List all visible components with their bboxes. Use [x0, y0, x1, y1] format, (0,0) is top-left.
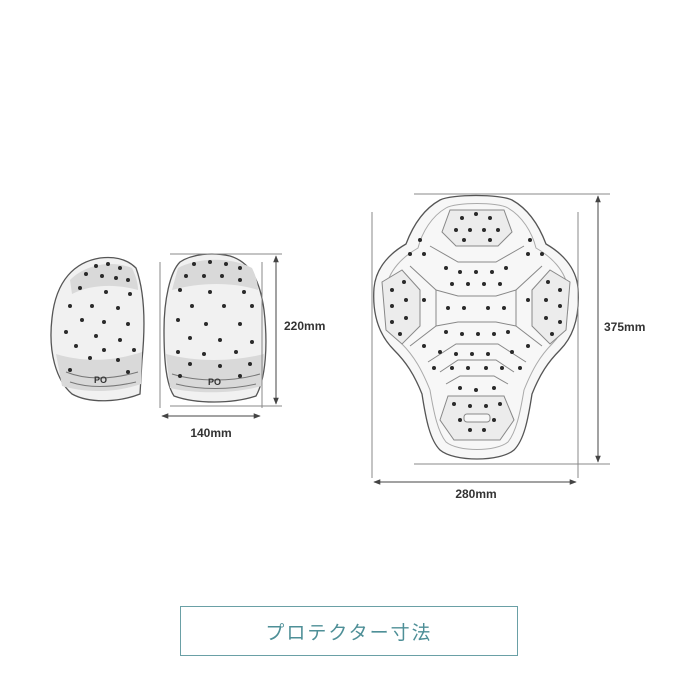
shoulder-width-label: 140mm — [190, 426, 231, 440]
shoulder-pad-left-ridge — [65, 371, 139, 379]
back-protector-vent-holes — [390, 212, 562, 432]
back-protector-segment-line — [515, 265, 543, 347]
shoulder-pad-left-bottom-band — [56, 352, 142, 391]
shoulder-pad-left-ridge — [69, 381, 137, 387]
shoulder-height-label: 220mm — [284, 319, 325, 333]
back-protector-top-cell — [441, 209, 513, 247]
shoulder-pad-right-ridge — [175, 383, 257, 389]
shoulder-pad-right-top-band — [172, 259, 258, 290]
back-height-label: 375mm — [604, 320, 645, 334]
back-dimensions: 375mm 280mm — [371, 193, 645, 501]
caption-box: プロテクター寸法 — [180, 606, 518, 656]
shoulder-pad-right-vent-holes — [176, 260, 254, 378]
back-protector-segment-line — [445, 375, 509, 385]
back-protector-segment-line — [429, 245, 525, 263]
shoulder-pad-left-top-band — [70, 264, 138, 294]
shoulder-dimensions: 220mm 140mm — [159, 253, 325, 440]
shoulder-pad-right: PO — [163, 253, 267, 403]
caption-text: プロテクター寸法 — [265, 621, 433, 644]
back-protector-segment-line — [409, 265, 437, 347]
shoulder-pad-right-marking: PO — [208, 377, 221, 387]
back-protector — [373, 194, 580, 460]
back-protector-outline — [373, 194, 580, 460]
shoulder-pad-left-vent-holes — [64, 262, 136, 374]
back-protector-slot — [463, 413, 491, 423]
back-width-label: 280mm — [455, 487, 496, 501]
back-protector-segment-line — [435, 321, 517, 327]
shoulder-pad-left-marking: PO — [94, 375, 107, 385]
back-protector-segment-line — [435, 289, 517, 297]
shoulder-pad-left: PO — [50, 256, 145, 402]
back-protector-segment-line — [439, 359, 515, 373]
